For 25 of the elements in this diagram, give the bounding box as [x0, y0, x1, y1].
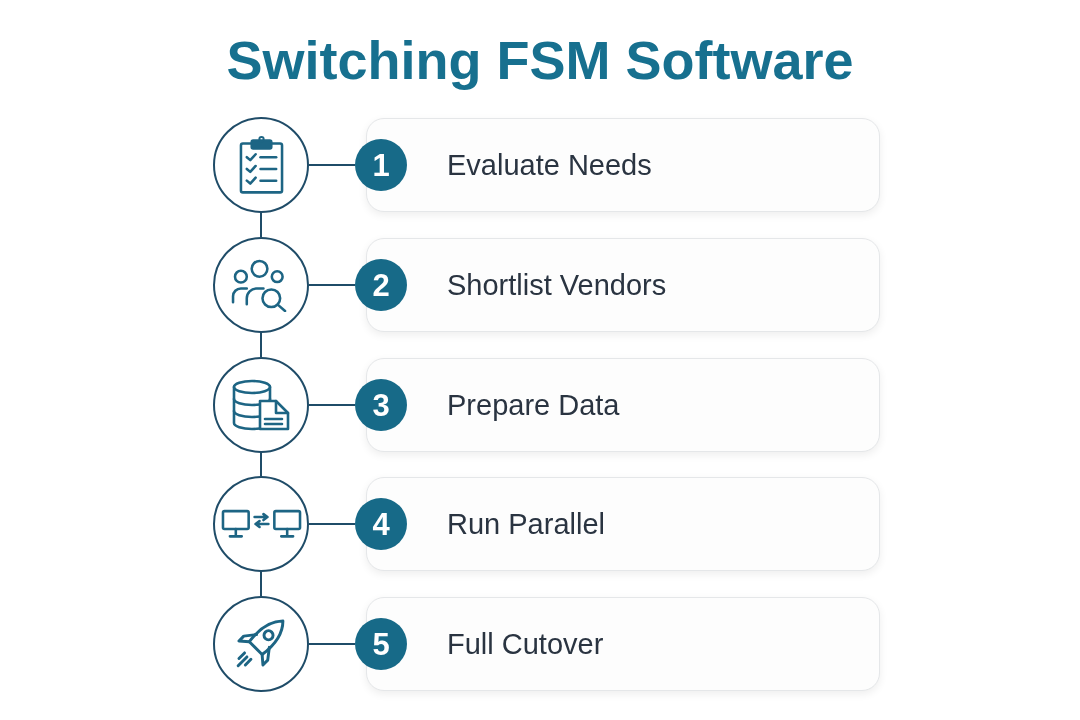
title: Switching FSM Software: [226, 30, 854, 90]
step-number: 5: [355, 618, 407, 670]
connector-line: [260, 452, 262, 477]
step-card: [366, 597, 880, 691]
connector-line: [260, 571, 262, 597]
step-card: [366, 477, 880, 571]
step-card: [366, 238, 880, 332]
step-label: Run Parallel: [447, 506, 605, 542]
connector-line: [308, 164, 356, 166]
connector-line: [308, 404, 356, 406]
step-label: Shortlist Vendors: [447, 267, 667, 303]
step-number: 1: [355, 139, 407, 191]
step-card: [366, 358, 880, 452]
step-label: Prepare Data: [447, 387, 620, 423]
step-label: Full Cutover: [447, 626, 604, 662]
step-number: 3: [355, 379, 407, 431]
step-card: [366, 118, 880, 212]
connector-line: [260, 332, 262, 358]
step-number: 2: [355, 259, 407, 311]
step-label: Evaluate Needs: [447, 147, 652, 183]
connector-line: [308, 643, 356, 645]
connector-line: [308, 284, 356, 286]
connector-line: [308, 523, 356, 525]
connector-line: [260, 212, 262, 238]
step-number: 4: [355, 498, 407, 550]
